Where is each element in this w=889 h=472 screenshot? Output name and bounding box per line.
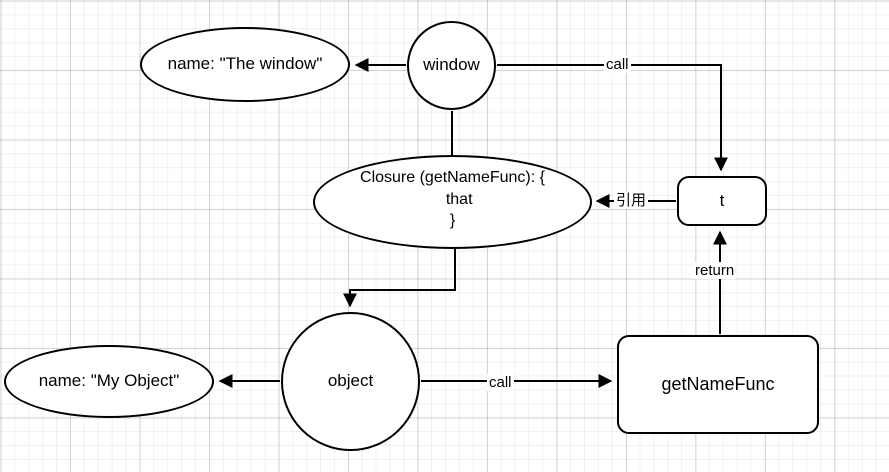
node-t-label: t (719, 190, 725, 210)
node-window-label: window (423, 55, 480, 75)
node-window[interactable]: window (407, 21, 496, 110)
node-object-name-property[interactable]: name: "My Object" (4, 345, 214, 418)
node-window-name-label: name: "The window" (167, 54, 323, 74)
node-object-name-label: name: "My Object" (38, 371, 180, 391)
edge-label-reference-t-to-closure: 引用 (614, 192, 649, 209)
node-closure[interactable]: Closure (getNameFunc): { that } (313, 155, 592, 249)
node-window-name-property[interactable]: name: "The window" (140, 27, 350, 102)
node-object-label: object (327, 371, 374, 391)
edge-label-call-object-to-getnamefunc: call (487, 374, 514, 391)
node-object[interactable]: object (281, 312, 420, 451)
node-getnamefunc-label: getNameFunc (661, 373, 775, 394)
node-closure-label: Closure (getNameFunc): { that } (360, 169, 545, 230)
node-getnamefunc[interactable]: getNameFunc (617, 335, 819, 434)
edge-label-return-getnamefunc-to-t: return (693, 262, 737, 279)
edge-window-to-t (497, 64, 728, 172)
node-t-variable[interactable]: t (677, 176, 767, 226)
edge-label-call-window-to-t: call (604, 56, 631, 73)
edge-closure-to-object (343, 248, 456, 308)
